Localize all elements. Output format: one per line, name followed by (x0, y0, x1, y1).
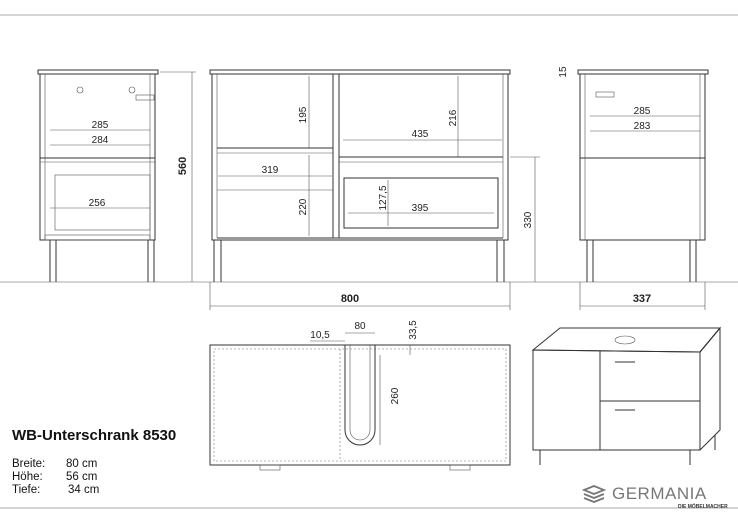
dim-195: 195 (298, 106, 309, 123)
perspective-view (531, 326, 722, 465)
dim-10-5: 10,5 (310, 330, 330, 341)
dim-285: 285 (92, 120, 109, 131)
dim-33-5: 33,5 (408, 320, 419, 340)
top-view: 10,5 80 33,5 260 (209, 320, 511, 471)
dim-220: 220 (298, 198, 309, 215)
spec-label: Tiefe: (12, 484, 41, 496)
dim-260: 260 (390, 387, 401, 404)
spec-label: Höhe: (12, 471, 43, 483)
product-title: WB-Unterschrank 8530 (12, 427, 177, 444)
dim-15: 15 (558, 66, 569, 78)
front-view: 195 216 435 319 220 127,5 395 330 800 (209, 69, 540, 310)
dim-800: 800 (341, 293, 359, 305)
spec-height: Höhe: 56 cm (12, 471, 99, 484)
product-specs: Breite: 80 cm Höhe: 56 cm Tiefe: 34 cm (12, 458, 99, 497)
spec-width: Breite: 80 cm (12, 458, 99, 471)
spec-value: 56 cm (66, 471, 98, 483)
dim-285-right: 285 (634, 106, 651, 117)
dim-330: 330 (523, 211, 534, 228)
dim-337: 337 (633, 293, 651, 305)
dim-127-5: 127,5 (378, 185, 389, 210)
dim-256: 256 (89, 198, 106, 209)
dim-80: 80 (354, 321, 366, 332)
dim-284: 284 (92, 135, 109, 146)
spec-depth: Tiefe: 34 cm (12, 484, 99, 497)
dim-435: 435 (412, 129, 429, 140)
dim-319: 319 (262, 165, 279, 176)
logo-name: GERMANIA (612, 484, 707, 503)
spec-value: 80 cm (66, 458, 98, 470)
right-side-view: 15 285 283 337 (558, 66, 709, 310)
dim-283: 283 (634, 121, 651, 132)
spec-label: Breite: (12, 458, 46, 470)
logo-tagline: DIE MÖBELMACHER (678, 504, 728, 510)
stacked-layers-icon (582, 485, 606, 503)
dim-395: 395 (412, 203, 429, 214)
dim-560: 560 (177, 157, 189, 175)
dim-216: 216 (448, 109, 459, 126)
germania-logo: GERMANIA DIE MÖBELMACHER (582, 484, 728, 510)
spec-value: 34 cm (68, 484, 100, 496)
left-side-view: 285 284 256 560 (37, 69, 196, 282)
